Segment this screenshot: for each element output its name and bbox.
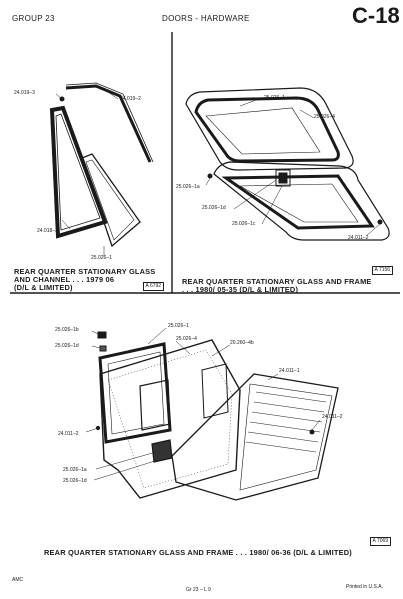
frame-assembly (98, 342, 172, 444)
glass-pane (81, 153, 141, 248)
callout: 24.011–2 (58, 431, 79, 437)
callout: 24.011–1 (279, 368, 300, 374)
callout: 25.026–1c (232, 221, 256, 227)
callout: 25.026–1d (202, 205, 226, 211)
callout: 25.026–1 (91, 255, 112, 261)
caption-panel-2-line2: . . . 1980/ 05-35 (D/L & LIMITED) (182, 285, 299, 294)
footer-left: AMC (12, 577, 24, 583)
callout: 20.260–4b (230, 340, 254, 346)
callout: 24.011–2 (322, 414, 343, 420)
group-label: GROUP 23 (12, 14, 55, 23)
callout: 25.026–1b (55, 327, 79, 333)
page-code: C-18 (352, 3, 400, 28)
callout: 24.018–2 (37, 228, 58, 234)
caption-panel-2-line1: REAR QUARTER STATIONARY GLASS AND FRAME (182, 277, 372, 286)
callout: 25.026–1a (63, 467, 87, 473)
callout: 24.011–2 (348, 235, 369, 241)
callout: 25.026–4 (314, 114, 335, 120)
callout: 25.026–1 (264, 95, 285, 101)
footer-center: Gr 23 – L 9 (186, 587, 211, 593)
upper-frame (185, 87, 354, 171)
callout: 25.026–4 (176, 336, 197, 342)
callout: 25.026–1a (176, 184, 200, 190)
caption-panel-1-line1: REAR QUARTER STATIONARY GLASS (14, 267, 156, 276)
caption-panel-1-line2: AND CHANNEL . . . 1979 06 (14, 275, 115, 284)
reference-box: A 6792 (143, 282, 164, 291)
reference-box: A 7156 (372, 266, 393, 275)
footer-right: Printed in U.S.A. (346, 584, 383, 590)
callout: 25.026–1d (63, 478, 87, 484)
trim-panel (171, 373, 339, 501)
caption-panel-3: REAR QUARTER STATIONARY GLASS AND FRAME … (44, 548, 352, 557)
section-title: DOORS - HARDWARE (162, 14, 250, 23)
callout: 24.019–3 (14, 90, 35, 96)
gasket-outline (49, 105, 108, 239)
caption-panel-1-line3: (D/L & LIMITED) (14, 283, 73, 292)
reference-box: A 7069 (370, 537, 391, 546)
channel-strip (65, 84, 152, 163)
inner-panel (99, 339, 241, 499)
callout: 25.026–1d (55, 343, 79, 349)
callout: 25.026–1 (168, 323, 189, 329)
lower-frame (213, 161, 390, 241)
callout: 24.019–2 (120, 96, 141, 102)
